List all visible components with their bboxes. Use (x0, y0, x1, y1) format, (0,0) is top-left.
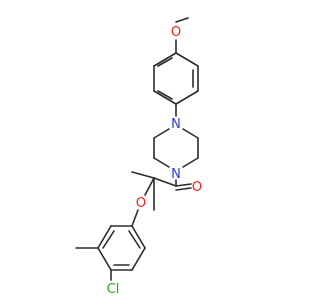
bond (97, 247, 112, 271)
chlorine-label: Cl (107, 282, 120, 297)
bond (175, 183, 192, 187)
bond (131, 209, 139, 227)
bond (157, 90, 173, 100)
methoxy-oxygen-label: O (171, 25, 181, 40)
bond (153, 90, 177, 105)
bond (153, 177, 177, 187)
bond (102, 230, 115, 249)
bond (175, 187, 192, 191)
bond (182, 128, 199, 139)
bond (175, 90, 199, 105)
bond-set (75, 17, 199, 281)
bond (97, 225, 112, 249)
bond (144, 177, 155, 196)
molecule-structure: O N N O O Cl (75, 17, 202, 297)
bond (153, 52, 177, 67)
piperazine-nitrogen-top-label: N (171, 117, 181, 132)
bond (131, 247, 146, 271)
ether-oxygen-label: O (136, 196, 146, 211)
carbonyl-oxygen-label: O (192, 180, 202, 195)
bond (182, 157, 199, 168)
bond (175, 17, 189, 23)
structure-canvas: O N N O O Cl (75, 17, 202, 297)
bond (131, 171, 155, 179)
piperazine-nitrogen-bottom-label: N (171, 167, 181, 182)
bond (157, 57, 173, 67)
atom-label-set: O N N O O Cl (107, 25, 202, 297)
bond (175, 52, 199, 67)
bond (153, 128, 170, 139)
bond (153, 157, 170, 168)
bond (128, 230, 141, 249)
bond (131, 225, 146, 249)
